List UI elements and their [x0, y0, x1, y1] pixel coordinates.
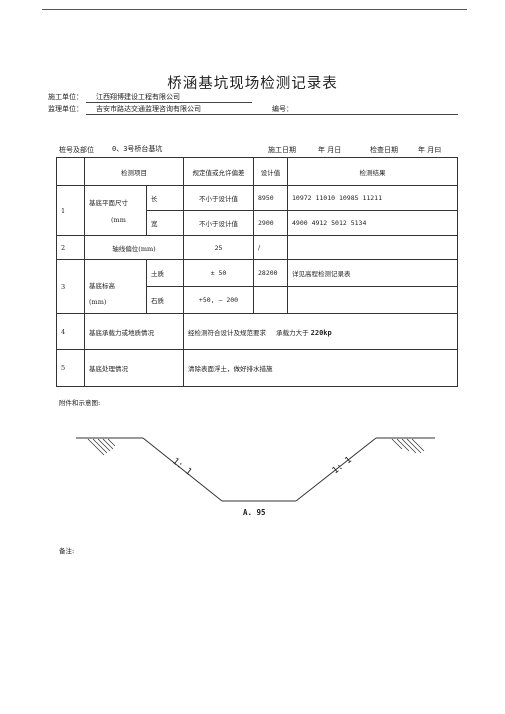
row1-item-name: 基底平面尺寸: [89, 199, 128, 207]
row3-sub2-allowed: +50, — 200: [183, 286, 254, 314]
row2-no: 2: [56, 235, 85, 260]
right-slope-line: [295, 437, 377, 502]
inspection-date-value: 年 月曰: [418, 146, 442, 154]
row4-result-extra: 承载力大于: [276, 328, 309, 337]
supervision-unit-label: 监理单位：: [48, 105, 83, 113]
row5-no: 5: [56, 349, 85, 387]
row3-sub2-name: 石质: [146, 286, 184, 314]
right-ground-hatch: [391, 438, 425, 454]
table-row: 3 基底标高 (mm) 土质 ± 50 28200 详见高程检测记录表: [56, 259, 458, 314]
table-row: 2 轴线偏位(mm) 25 /: [56, 235, 458, 260]
row3-sub1-name: 土质: [146, 259, 184, 287]
row1-item: 基底平面尺寸 (mm: [84, 185, 147, 236]
table-header-row: 检测项目 规定值或允许偏差 设计值 检测结果: [56, 157, 458, 186]
row5-result: 清除表面浮土，做好排水措施: [183, 349, 458, 387]
inspection-date-label: 检查日期: [370, 146, 398, 154]
row1-item-unit: (mm: [111, 216, 126, 224]
row1-sub2-design: 2900: [253, 210, 288, 236]
construction-unit-value: 江西翔博建设工程有限公司: [96, 93, 180, 101]
header-item: 检测项目: [84, 157, 184, 186]
pile-value: 0、3号桥台基坑: [112, 145, 163, 153]
left-slope-line: [142, 437, 223, 502]
row2-item: 轴线偏位(mm): [84, 235, 184, 260]
table-row: 5 基底处理情况 清除表面浮土，做好排水措施: [56, 349, 458, 387]
header-allowed: 规定值或允许偏差: [183, 157, 254, 186]
header-design: 设计值: [253, 157, 288, 186]
row1-sub1-allowed: 不小于设计值: [183, 185, 254, 211]
table-row: 石质 +50, — 200: [57, 286, 458, 314]
row4-no: 4: [56, 313, 85, 350]
row3-item-unit: (mm): [89, 297, 107, 306]
row2-design: /: [253, 235, 288, 260]
row4-result: 经检测符合设计及规范要求 承载力大于 220kp: [183, 313, 458, 350]
construction-date-value: 年 月日: [318, 146, 342, 154]
row3-sub2-result: [287, 286, 458, 314]
row1-sub1-result: 10972 11010 10985 11211: [287, 185, 458, 211]
row1-sub2-allowed: 不小于设计值: [183, 210, 254, 236]
attachment-label: 附件和示意图:: [59, 399, 101, 407]
row4-result-value: 220kp: [310, 328, 332, 337]
left-slope-label: 1: 1: [170, 456, 193, 477]
header-no: [56, 157, 85, 186]
row3-item: 基底标高 (mm): [84, 259, 147, 314]
row1-sub2-result: 4900 4912 5012 5134: [287, 210, 458, 236]
pit-cross-section-diagram: 1: 1 1: 1 A. 95: [76, 437, 435, 517]
top-rule: [42, 9, 467, 10]
number-label: 编号：: [272, 105, 293, 113]
row3-sub1-allowed: ± 50: [183, 259, 254, 287]
note-label: 备注:: [59, 547, 75, 555]
construction-unit-label: 施工单位：: [48, 93, 83, 101]
row5-item: 基底处理情况: [84, 349, 184, 387]
supervision-unit-value: 吉安市路达交通监理咨询有限公司: [96, 105, 201, 113]
row3-item-name: 基底标高: [89, 281, 115, 290]
header-result: 检测结果: [287, 157, 458, 186]
row3-sub1-design: 28200: [253, 259, 288, 287]
construction-unit-underline: [86, 102, 252, 103]
row3-no: 3: [56, 259, 85, 314]
row2-result: [287, 235, 458, 260]
bottom-elevation-label: A. 95: [243, 508, 266, 517]
row1-sub1-design: 8950: [253, 185, 288, 211]
table-row: 宽 不小于设计值 2900 4900 4912 5012 5134: [57, 210, 458, 236]
construction-date-label: 施工日期: [268, 146, 296, 154]
page-title: 桥涵基坑现场检测记录表: [167, 76, 338, 92]
row4-result-text: 经检测符合设计及规范要求: [188, 328, 266, 337]
row3-sub2-design: [253, 286, 288, 314]
pile-label: 桩号及部位: [59, 146, 94, 154]
inspection-table: 检测项目 规定值或允许偏差 设计值 检测结果 1 基底平面尺寸 (mm 长 不小…: [56, 157, 458, 387]
table-row: 4 基底承载力或地质情况 经检测符合设计及规范要求 承载力大于 220kp: [56, 313, 458, 350]
table-row: 1 基底平面尺寸 (mm 长 不小于设计值 8950 10972 11010 1…: [56, 185, 458, 236]
row4-item: 基底承载力或地质情况: [84, 313, 184, 350]
row1-sub1-name: 长: [146, 185, 184, 211]
row3-sub1-result: 详见高程检测记录表: [287, 259, 458, 287]
row1-sub2-name: 宽: [146, 210, 184, 236]
supervision-unit-underline: [86, 114, 458, 115]
row2-allowed: 25: [183, 235, 254, 260]
row1-no: 1: [56, 185, 85, 236]
left-ground-hatch: [87, 438, 116, 456]
